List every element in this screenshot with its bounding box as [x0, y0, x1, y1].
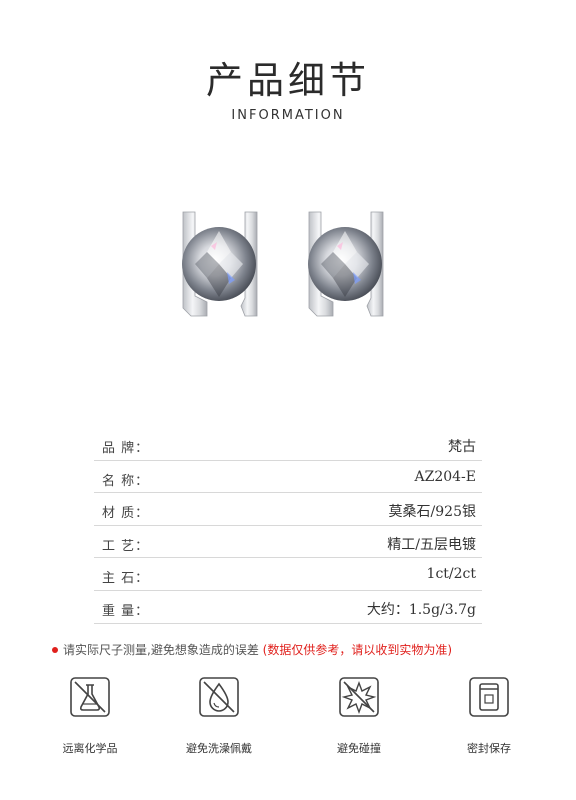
- spec-label: 品 牌：: [102, 441, 150, 456]
- spec-row-name: 名 称： AZ204-E: [94, 461, 482, 494]
- spec-row-brand: 品 牌： 梵古: [94, 428, 482, 461]
- spec-row-weight: 重 量： 大约：1.5g/3.7g: [94, 591, 482, 624]
- spec-table: 品 牌： 梵古 名 称： AZ204-E 材 质： 莫桑石/925银 工 艺： …: [94, 428, 482, 624]
- collision-icon: [339, 677, 379, 717]
- right-earring: [308, 211, 384, 317]
- care-item-collision: 避免碰撞: [304, 676, 414, 756]
- bullet-dot-icon: [52, 646, 58, 653]
- notice-highlight: (数据仅供参考，请以收到实物为准): [262, 643, 453, 657]
- care-label: 避免洗澡佩戴: [186, 742, 252, 755]
- page-title: 产品细节: [206, 59, 370, 102]
- care-label: 远离化学品: [62, 742, 118, 755]
- spec-label: 材 质：: [102, 506, 150, 522]
- chemical-icon: [70, 677, 110, 717]
- spec-label: 重 量：: [102, 603, 150, 619]
- care-label: 密封保存: [467, 742, 511, 755]
- spec-label: 主 石：: [102, 571, 150, 587]
- care-label: 避免碰撞: [337, 742, 381, 755]
- page-subtitle: INFORMATION: [231, 108, 345, 123]
- spec-value: 莫桑石/925银: [388, 504, 476, 521]
- spec-row-main-stone: 主 石： 1ct/2ct: [94, 558, 482, 591]
- measurement-notice: 请实际尺子测量,避免想象造成的误差 (数据仅供参考，请以收到实物为准): [52, 641, 452, 658]
- spec-value: 精工/五层电镀: [387, 536, 476, 553]
- spec-row-craft: 工 艺： 精工/五层电镀: [94, 526, 482, 559]
- care-instructions: 远离化学品 避免洗澡佩戴 避免碰撞 密封保存: [0, 676, 576, 786]
- spec-row-material: 材 质： 莫桑石/925银: [94, 493, 482, 526]
- spec-value: AZ204-E: [414, 468, 476, 485]
- notice-text: 请实际尺子测量,避免想象造成的误差: [63, 643, 259, 657]
- spec-value: 大约：1.5g/3.7g: [366, 601, 476, 618]
- care-item-chemicals: 远离化学品: [35, 676, 145, 756]
- water-drop-icon: [199, 677, 239, 717]
- care-item-water: 避免洗澡佩戴: [164, 676, 274, 756]
- spec-value: 梵古: [448, 439, 476, 455]
- earrings-product-image: [182, 211, 384, 317]
- spec-value: 1ct/2ct: [426, 566, 476, 583]
- sealed-bag-icon: [469, 677, 509, 717]
- spec-label: 工 艺：: [102, 538, 150, 554]
- care-item-sealed: 密封保存: [434, 676, 544, 756]
- left-earring: [182, 211, 258, 317]
- spec-label: 名 称：: [102, 473, 150, 489]
